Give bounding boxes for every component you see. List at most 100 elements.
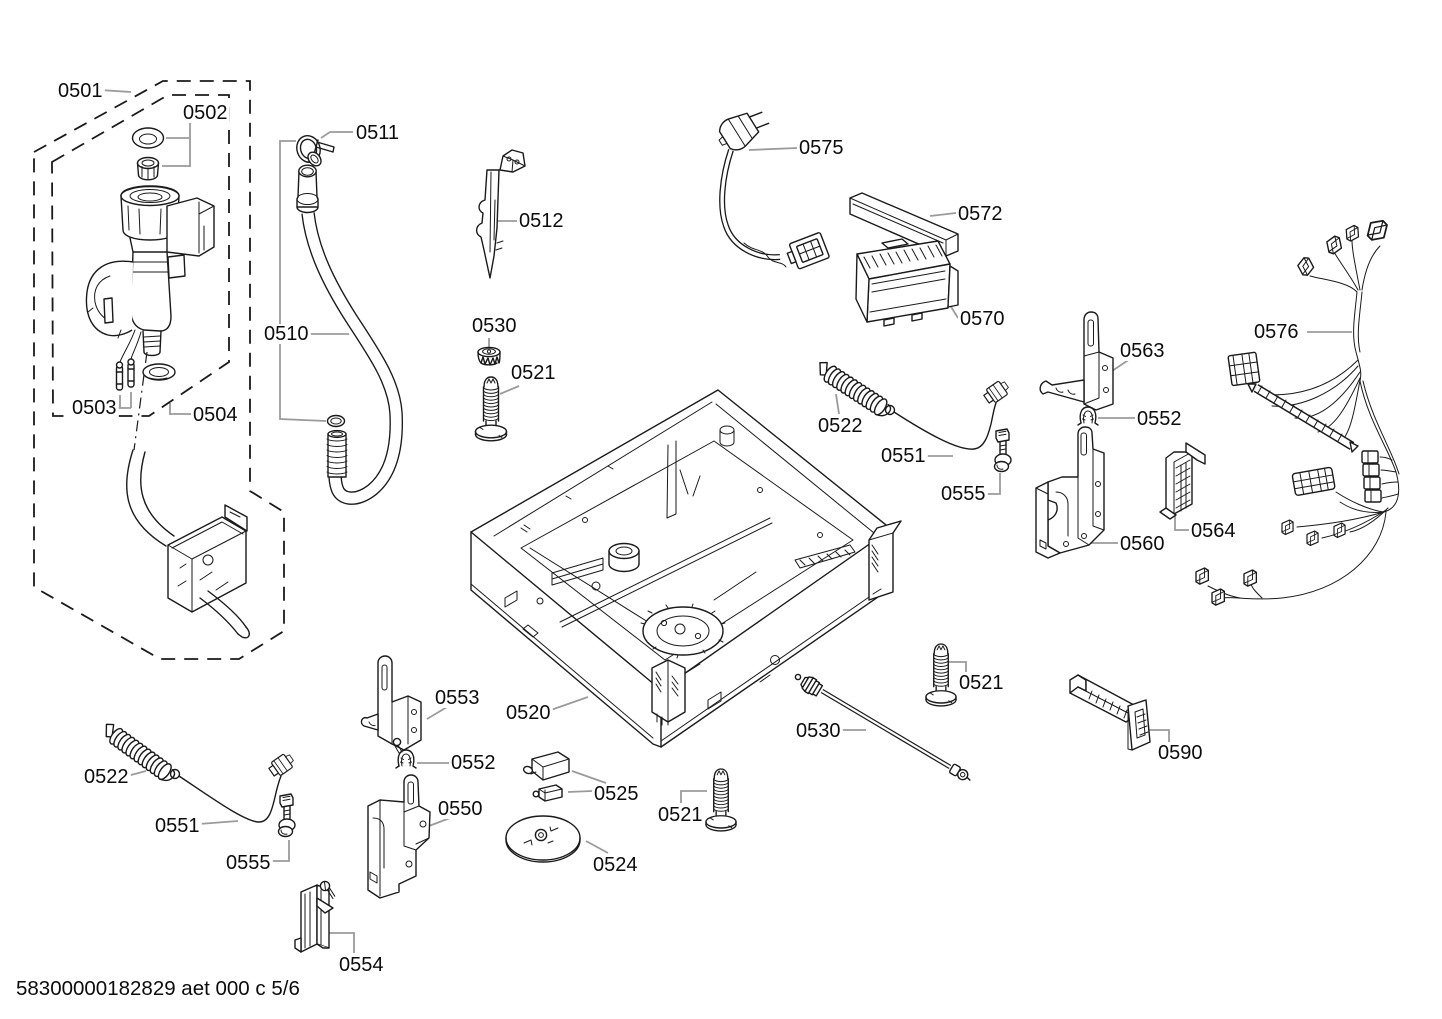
rope-0551-right bbox=[884, 380, 1009, 450]
flexible-shaft-drawing bbox=[794, 673, 971, 781]
label-backing bbox=[956, 204, 1005, 224]
part-label-0524: 0524 bbox=[593, 854, 638, 876]
part-label-0521: 0521 bbox=[511, 362, 556, 384]
part-label-0521: 0521 bbox=[959, 672, 1004, 694]
part-label-0501: 0501 bbox=[58, 80, 103, 102]
label-backing bbox=[957, 673, 1006, 693]
label-backing bbox=[939, 484, 988, 504]
cover-strip-drawing bbox=[849, 192, 959, 257]
part-label-0551: 0551 bbox=[155, 815, 200, 837]
label-backing bbox=[153, 816, 202, 836]
screw-0521-bottom bbox=[705, 768, 737, 832]
rail-0590-drawing bbox=[1069, 674, 1151, 751]
label-backing bbox=[504, 703, 553, 723]
label-backing bbox=[224, 853, 273, 873]
leader-line-0521 bbox=[499, 385, 520, 395]
leader-line-0501 bbox=[99, 89, 132, 93]
bracket-0553-drawing bbox=[360, 655, 422, 754]
bracket-0560-drawing bbox=[1035, 426, 1105, 559]
leader-line-0590 bbox=[1148, 729, 1170, 742]
inlet-hose-and-flow-sensor-drawing bbox=[125, 449, 250, 639]
label-backing bbox=[70, 398, 119, 418]
leader-line-0521 bbox=[680, 790, 707, 803]
part-label-0570: 0570 bbox=[960, 308, 1005, 330]
artwork bbox=[33, 80, 1400, 953]
label-backing bbox=[56, 81, 105, 101]
label-backing bbox=[436, 799, 485, 819]
part-label-0551: 0551 bbox=[881, 445, 926, 467]
part-labels: 0501050205110512057505720570053005100521… bbox=[56, 80, 1301, 976]
leader-line-0521 bbox=[949, 661, 967, 672]
leader-line-0510 bbox=[279, 140, 327, 422]
part-label-0550: 0550 bbox=[438, 798, 483, 820]
label-backing bbox=[470, 316, 519, 336]
label-backing bbox=[794, 721, 843, 741]
label-backing bbox=[1189, 521, 1238, 541]
leader-line-0553 bbox=[426, 706, 448, 720]
label-backing bbox=[354, 123, 403, 143]
part-label-0521: 0521 bbox=[658, 804, 703, 826]
base-pan-drawing bbox=[470, 389, 902, 748]
leader-line-0522 bbox=[835, 393, 840, 415]
label-backing bbox=[1156, 743, 1205, 763]
group-outline-0501 bbox=[33, 80, 285, 660]
label-backing bbox=[879, 446, 928, 466]
label-backing bbox=[1118, 341, 1167, 361]
latch-0555-left bbox=[277, 793, 296, 838]
part-label-0512: 0512 bbox=[519, 210, 564, 232]
part-label-0572: 0572 bbox=[958, 203, 1003, 225]
part-label-0530: 0530 bbox=[796, 720, 841, 742]
leader-line-0554 bbox=[319, 932, 355, 953]
part-label-0554: 0554 bbox=[339, 954, 384, 976]
part-label-0560: 0560 bbox=[1120, 533, 1165, 555]
part-label-0503: 0503 bbox=[72, 397, 117, 419]
leader-line-0502 bbox=[162, 123, 191, 167]
part-label-0575: 0575 bbox=[799, 137, 844, 159]
part-label-0555: 0555 bbox=[941, 483, 986, 505]
bracket-0563-drawing bbox=[1039, 311, 1114, 411]
part-label-0522: 0522 bbox=[84, 766, 129, 788]
label-backing bbox=[82, 767, 131, 787]
leader-line-0564 bbox=[1174, 516, 1189, 531]
label-backing bbox=[958, 309, 1007, 329]
drain-hose-drawing bbox=[296, 134, 404, 505]
part-label-0522: 0522 bbox=[818, 415, 863, 437]
label-backing bbox=[816, 416, 865, 436]
screw-0521-right bbox=[925, 643, 957, 707]
switch-0525-drawing bbox=[522, 751, 570, 802]
part-label-0510: 0510 bbox=[264, 323, 309, 345]
label-backing bbox=[591, 855, 640, 875]
spring-0522-right bbox=[812, 357, 895, 421]
rope-0551-left bbox=[169, 753, 294, 823]
part-label-0555: 0555 bbox=[226, 852, 271, 874]
inlet-valve-drawing bbox=[85, 127, 215, 391]
label-backing bbox=[449, 753, 498, 773]
connector-holder-0564-drawing bbox=[1159, 442, 1206, 520]
leader-line-0520 bbox=[547, 696, 589, 712]
part-label-0504: 0504 bbox=[193, 404, 238, 426]
wiring-harness-drawing bbox=[1195, 217, 1400, 606]
leader-line-0525 bbox=[567, 790, 593, 793]
part-label-0553: 0553 bbox=[435, 687, 480, 709]
label-backing bbox=[1118, 534, 1167, 554]
part-label-0563: 0563 bbox=[1120, 340, 1165, 362]
mounting-bracket-0512-drawing bbox=[475, 149, 526, 279]
part-label-0564: 0564 bbox=[1191, 520, 1236, 542]
leader-line-0525 bbox=[571, 770, 607, 784]
leader-line-0575 bbox=[748, 147, 798, 151]
leader-line-0511 bbox=[320, 131, 353, 139]
screw-0521-top bbox=[474, 376, 508, 442]
power-cord-drawing bbox=[718, 111, 830, 270]
part-label-0552: 0552 bbox=[451, 752, 496, 774]
leader-line-0572 bbox=[929, 212, 957, 217]
label-backing bbox=[797, 138, 846, 158]
document-number: 58300000182829 aet 000 c 5/6 bbox=[16, 977, 300, 1000]
part-label-0576: 0576 bbox=[1254, 321, 1299, 343]
label-backing bbox=[191, 405, 240, 425]
part-label-0511: 0511 bbox=[356, 122, 399, 144]
leader-line-0524 bbox=[585, 840, 609, 854]
label-backing bbox=[656, 805, 705, 825]
